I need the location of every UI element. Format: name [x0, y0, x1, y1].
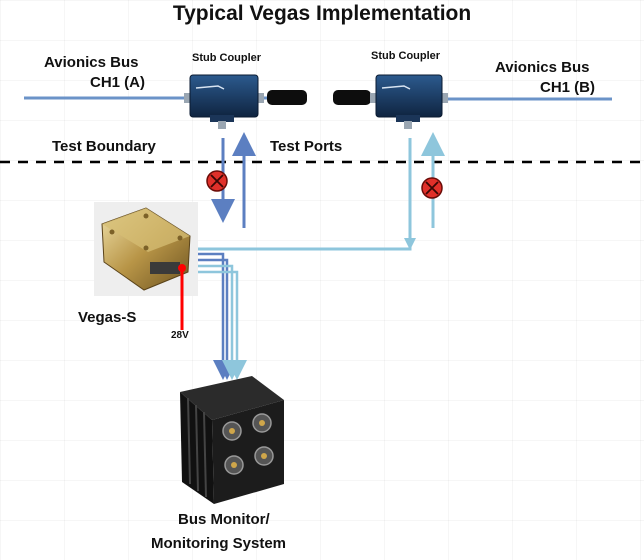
- bus-monitor-device: [180, 376, 284, 504]
- connector-left: [267, 90, 307, 105]
- bus-b-label-line2: CH1 (B): [540, 79, 595, 96]
- monitor-label-line1: Bus Monitor/: [178, 511, 270, 528]
- blocked-port-left-icon: [206, 170, 228, 192]
- stub-coupler-right-label: Stub Coupler: [371, 50, 441, 62]
- stub-coupler-left: [184, 74, 264, 129]
- blocked-port-right-icon: [421, 177, 443, 199]
- bus-a-label-line1: Avionics Bus: [44, 54, 139, 71]
- cable-light-1: [184, 264, 242, 380]
- bus-a-label-line2: CH1 (A): [90, 74, 145, 91]
- power-connector: [178, 264, 186, 272]
- connector-right: [333, 90, 371, 105]
- cable-dark-2: [184, 258, 237, 380]
- test-ports-label: Test Ports: [270, 138, 343, 155]
- page-title: Typical Vegas Implementation: [172, 2, 472, 25]
- test-boundary-label: Test Boundary: [52, 138, 156, 155]
- voltage-label: 28V: [171, 330, 189, 341]
- cable-light-2: [184, 270, 247, 380]
- stub-coupler-left-label: Stub Coupler: [192, 52, 262, 64]
- monitor-label-line2: Monitoring System: [151, 535, 287, 552]
- bus-b-label-line1: Avionics Bus: [495, 59, 590, 76]
- vegas-s-label: Vegas-S: [78, 309, 137, 326]
- stub-coupler-right: [370, 74, 448, 129]
